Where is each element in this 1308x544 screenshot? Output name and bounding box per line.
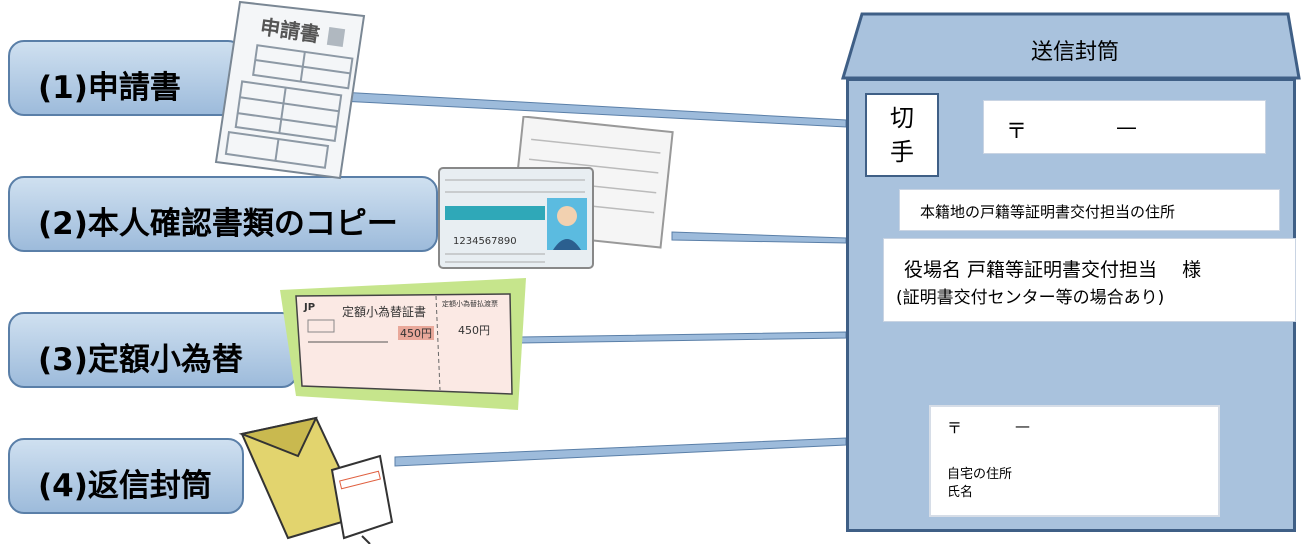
postal-dash: —	[1116, 115, 1137, 139]
postal-code-box: 〒 —	[983, 100, 1266, 154]
money-order-illustration: JP 定額小為替証書 450円 定額小為替払渡票 450円	[280, 278, 526, 410]
stamp-label: 切手	[890, 104, 914, 166]
money-order-amount-right: 450円	[458, 324, 490, 337]
return-address-box: 〒 — 自宅の住所 氏名	[929, 405, 1220, 517]
return-postal-dash: —	[1015, 417, 1030, 435]
jp-logo: JP	[303, 302, 315, 313]
return-postal-mark: 〒	[947, 419, 963, 437]
connector-3	[519, 331, 847, 344]
envelope-flap	[840, 12, 1301, 80]
callout-label: (4)返信封筒	[38, 468, 212, 504]
callout-label: (2)本人確認書類のコピー	[38, 206, 398, 242]
return-envelope-illustration	[238, 416, 394, 544]
callout-id-copy: (2)本人確認書類のコピー	[8, 176, 438, 252]
callout-return-envelope: (4)返信封筒	[8, 438, 244, 514]
money-order-side-label: 定額小為替払渡票	[442, 299, 498, 308]
envelope-title: 送信封筒	[1030, 40, 1119, 65]
connector-2	[671, 231, 847, 244]
id-card-illustration: 1234567890	[438, 116, 674, 269]
return-name-text: 氏名	[947, 485, 974, 500]
money-order-amount: 450円	[400, 327, 432, 340]
recipient-box: 役場名 戸籍等証明書交付担当 様 (証明書交付センター等の場合あり)	[883, 238, 1296, 322]
money-order-title: 定額小為替証書	[342, 304, 426, 319]
connector-4	[394, 437, 847, 467]
callout-label: (1)申請書	[38, 70, 181, 106]
postal-mark: 〒	[1006, 119, 1027, 143]
stamp-box: 切手	[865, 93, 939, 177]
recipient-line-1: 役場名 戸籍等証明書交付担当 様	[904, 259, 1202, 281]
address-text: 本籍地の戸籍等証明書交付担当の住所	[920, 203, 1176, 221]
callout-money-order: (3)定額小為替	[8, 312, 298, 388]
return-address-text: 自宅の住所	[947, 467, 1013, 482]
recipient-line-2: (証明書交付センター等の場合あり)	[896, 288, 1165, 308]
callout-application: (1)申請書	[8, 40, 244, 116]
id-card-number: 1234567890	[453, 236, 517, 247]
address-box: 本籍地の戸籍等証明書交付担当の住所	[899, 189, 1280, 231]
callout-label: (3)定額小為替	[38, 342, 243, 378]
application-form-illustration: 申請書	[214, 0, 366, 180]
